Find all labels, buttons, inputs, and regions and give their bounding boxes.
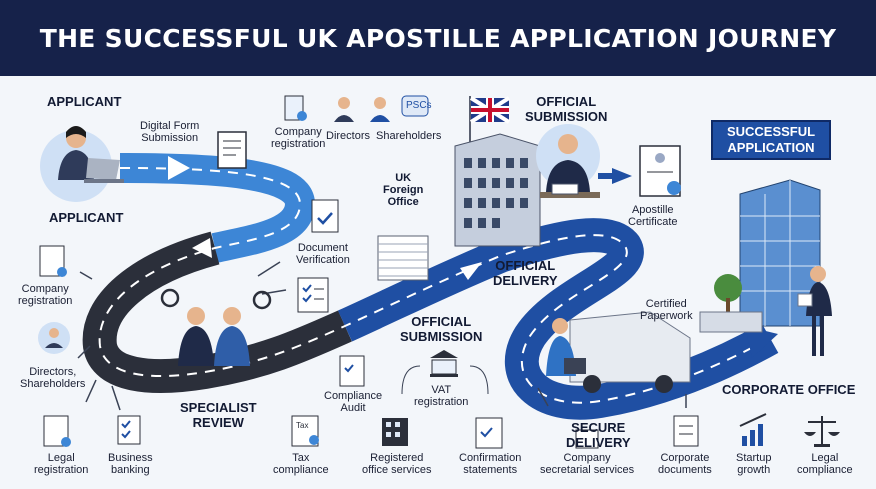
official-illustration: [536, 124, 600, 198]
business-banking-icon: [117, 415, 141, 445]
paper-stack-icon: [377, 235, 429, 281]
pscs-label: PSCs: [406, 100, 432, 111]
shareholders-label: Shareholders: [376, 130, 442, 142]
startup-growth-icon: [739, 413, 767, 446]
applicant-bottom-label: APPLICANT: [49, 210, 124, 225]
registered-office-icon: [382, 418, 408, 446]
applicant-illustration: [40, 126, 124, 202]
apostille-certificate-icon: [639, 145, 681, 197]
compliance-audit-icon: [339, 355, 365, 387]
tax-compliance-icon: Tax: [291, 415, 319, 447]
delivery-van-illustration: [546, 311, 691, 393]
arrow-start-icon: [168, 156, 190, 180]
confirmation-statements-icon: [475, 417, 503, 449]
page-title: THE SUCCESSFUL UK APOSTILLE APPLICATION …: [39, 23, 837, 53]
legal-registration-icon: [43, 415, 71, 447]
document-verification-icon: [311, 199, 339, 233]
tax-icon-text: Tax: [296, 421, 308, 430]
corporate-documents-icon: [673, 415, 699, 447]
vat-bracket: [401, 365, 489, 395]
applicant-top-label: APPLICANT: [47, 94, 122, 109]
arrow-right-icon: [612, 168, 632, 184]
page-header: THE SUCCESSFUL UK APOSTILLE APPLICATION …: [0, 0, 876, 76]
directors-shareholders-left-icon: [38, 322, 70, 354]
corporate-office-building: [699, 179, 832, 356]
company-registration-left-icon: [39, 245, 67, 277]
pointer-arrows: [77, 261, 687, 411]
pscs-icon: [401, 95, 429, 117]
digital-form-icon: [217, 131, 247, 169]
arrow-right-shaft: [598, 173, 613, 179]
corporate-office-label: CORPORATE OFFICE: [722, 382, 856, 397]
directors-icon: [334, 97, 354, 122]
uk-flag-icon: [469, 96, 511, 156]
vat-building-icon: [430, 350, 458, 377]
directors-shareholders-label: Directors,Shareholders: [20, 366, 86, 390]
company-registration-top-icon: [284, 95, 307, 121]
shareholders-icon: [370, 97, 390, 122]
company-secretarial-icon: [575, 429, 599, 449]
checklist-icon: [297, 277, 329, 313]
legal-compliance-icon: [804, 416, 840, 447]
arrow-review-icon: [192, 238, 212, 258]
specialists-illustration: [160, 288, 272, 366]
directors-label: Directors: [326, 130, 371, 142]
arrow-submission-icon: [460, 262, 482, 280]
foreign-office-building: [454, 133, 541, 247]
road-centerline: [98, 167, 771, 404]
arrow-end-icon: [745, 326, 778, 358]
journey-artwork: Tax: [38, 95, 840, 449]
